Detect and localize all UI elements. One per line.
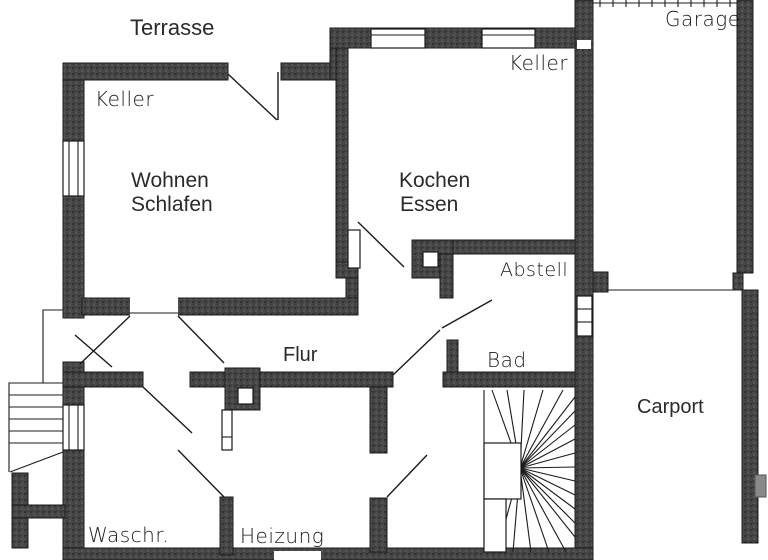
- abstell-left-wall: [439, 253, 454, 299]
- door-waschraum-swing: [142, 386, 193, 434]
- garage-top-ticks: [599, 0, 731, 7]
- chimney-flue-flur: [237, 387, 254, 405]
- door-wohnen-swing-left: [79, 315, 131, 365]
- window-waschraum-left: [62, 404, 85, 451]
- chimney-flue-abstell: [422, 251, 439, 268]
- right-wall-stub: [592, 271, 609, 293]
- exterior-stair: [8, 309, 64, 473]
- window-keller-1: [370, 28, 426, 49]
- stairhall-wall-upper: [369, 386, 388, 454]
- right-wall-joint-gap: [577, 40, 591, 49]
- stairhall-wall-lower: [369, 497, 388, 553]
- landing-wall-horizontal: [11, 504, 66, 519]
- stair-landing-lower: [483, 498, 507, 553]
- window-keller-2: [481, 28, 536, 49]
- label-carport: Carport: [637, 396, 704, 418]
- doors: [74, 72, 493, 498]
- label-garage: Garage: [665, 7, 741, 31]
- door-stairhall-swing: [392, 329, 441, 376]
- door-bad-swing: [441, 299, 493, 329]
- window-wohnen-left: [62, 140, 85, 197]
- carport-right-wall: [741, 289, 759, 544]
- flur-bottom-wall: [189, 371, 394, 388]
- wohnen-flur-wall: [81, 297, 359, 316]
- label-bad: Bad: [487, 348, 527, 372]
- wohnen-door-opening: [130, 297, 178, 316]
- label-keller-left: Keller: [95, 87, 154, 111]
- bottom-wall-opening: [274, 551, 321, 560]
- wohnen-kochen-wall-step2: [345, 277, 359, 299]
- label-wohnen: Wohnen: [131, 169, 209, 192]
- left-wall-middle: [62, 195, 85, 319]
- garage-right-wall: [736, 0, 754, 274]
- stair-landing-upper: [483, 442, 522, 500]
- door-wohnen-swing-right: [177, 315, 225, 364]
- windows: [62, 28, 593, 451]
- garage-carport-step: [732, 272, 744, 291]
- door-waschraum-heizung-swing: [177, 449, 225, 498]
- door-exterior-swing: [74, 334, 113, 368]
- bottom-wall: [62, 547, 594, 560]
- top-wall-terrasse: [62, 62, 229, 81]
- bad-bottom-wall: [442, 371, 576, 388]
- label-flur: Flur: [283, 344, 318, 366]
- room-labels: Terrasse Keller Wohnen Schlafen Kochen E…: [88, 7, 741, 548]
- interior-walls: [62, 47, 576, 556]
- label-keller-right: Keller: [509, 51, 568, 75]
- window-bad-right: [576, 295, 593, 337]
- label-kochen: Kochen: [399, 169, 470, 192]
- top-wall-keller: [329, 27, 576, 49]
- exterior-stair-treads: [9, 382, 64, 473]
- site-lines: [593, 0, 737, 291]
- bad-left-wall-stub: [446, 339, 459, 378]
- carport-pillar: [754, 474, 767, 498]
- label-schlafen: Schlafen: [131, 193, 213, 216]
- label-essen: Essen: [400, 193, 458, 216]
- waschraum-top-wall: [62, 371, 144, 388]
- label-heizung: Heizung: [240, 524, 324, 548]
- waschraum-heizung-partition: [221, 409, 233, 451]
- door-terrasse-swing: [227, 73, 278, 121]
- door-kochen-frame: [347, 229, 361, 269]
- interior-stair: [483, 389, 576, 553]
- wohnen-kochen-wall: [335, 47, 349, 263]
- label-waschraum: Waschr.: [88, 523, 169, 547]
- door-kochen-swing: [357, 221, 405, 268]
- left-wall-bottom: [62, 449, 85, 556]
- door-heizung-swing: [386, 454, 428, 498]
- label-abstell: Abstell: [500, 259, 568, 281]
- label-terrasse: Terrasse: [130, 15, 214, 40]
- waschraum-heizung-wall-stub: [219, 496, 234, 556]
- right-main-wall: [574, 0, 594, 560]
